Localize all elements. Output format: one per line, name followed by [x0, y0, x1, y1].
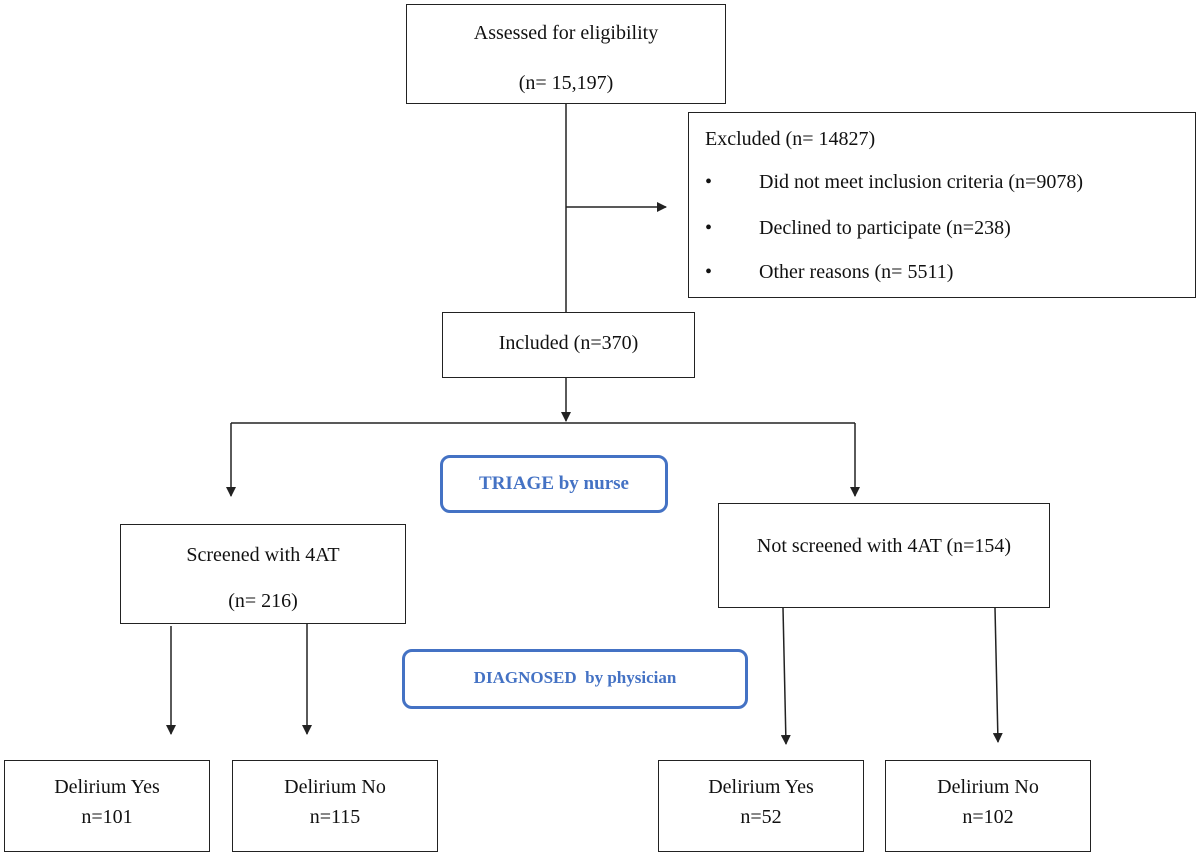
outcome-count: n=102: [962, 806, 1014, 828]
assessed-title: Assessed for eligibility: [473, 22, 659, 44]
arrow-not-screened-no: [992, 607, 1003, 743]
outcome-label: Delirium Yes: [54, 776, 160, 798]
excluded-item-label: Other reasons (n= 5511): [759, 261, 954, 283]
outcome-box: Delirium Yes n=52: [658, 760, 864, 852]
bullet-icon: •: [705, 261, 713, 283]
screened-box: Screened with 4AT (n= 216): [120, 524, 406, 624]
excluded-item: • Did not meet inclusion criteria (n=9078…: [705, 170, 1083, 194]
diagnosed-label-text: DIAGNOSED by physician: [473, 668, 677, 687]
outcome-box: Delirium Yes n=101: [4, 760, 210, 852]
assessed-box: Assessed for eligibility (n= 15,197): [406, 4, 726, 104]
outcome-label: Delirium No: [284, 776, 386, 798]
diagnosed-label: DIAGNOSED by physician: [402, 649, 748, 709]
triage-label: TRIAGE by nurse: [440, 455, 668, 513]
arrow-not-screened-yes: [780, 607, 791, 745]
excluded-item-label: Did not meet inclusion criteria (n=9078): [759, 171, 1083, 193]
outcome-label: Delirium No: [937, 776, 1039, 798]
outcome-label: Delirium Yes: [708, 776, 814, 798]
outcome-box: Delirium No n=115: [232, 760, 438, 852]
not-screened-box: Not screened with 4AT (n=154): [718, 503, 1050, 608]
triage-label-text: TRIAGE by nurse: [479, 473, 629, 494]
included-title: Included (n=370): [498, 332, 639, 354]
not-screened-title: Not screened with 4AT (n=154): [756, 535, 1012, 557]
bullet-icon: •: [705, 217, 713, 239]
excluded-title: Excluded (n= 14827): [705, 128, 876, 150]
assessed-count: (n= 15,197): [518, 72, 614, 94]
excluded-item-label: Declined to participate (n=238): [759, 217, 1011, 239]
excluded-box: Excluded (n= 14827) • Did not meet inclus…: [688, 112, 1196, 298]
outcome-count: n=101: [81, 806, 133, 828]
included-box: Included (n=370): [442, 312, 695, 378]
screened-count: (n= 216): [228, 590, 298, 612]
outcome-count: n=52: [740, 806, 782, 828]
screened-title: Screened with 4AT: [186, 544, 340, 566]
bullet-icon: •: [705, 171, 713, 193]
excluded-item: • Declined to participate (n=238): [705, 216, 1011, 240]
outcome-count: n=115: [309, 806, 361, 828]
outcome-box: Delirium No n=102: [885, 760, 1091, 852]
excluded-item: • Other reasons (n= 5511): [705, 260, 953, 284]
